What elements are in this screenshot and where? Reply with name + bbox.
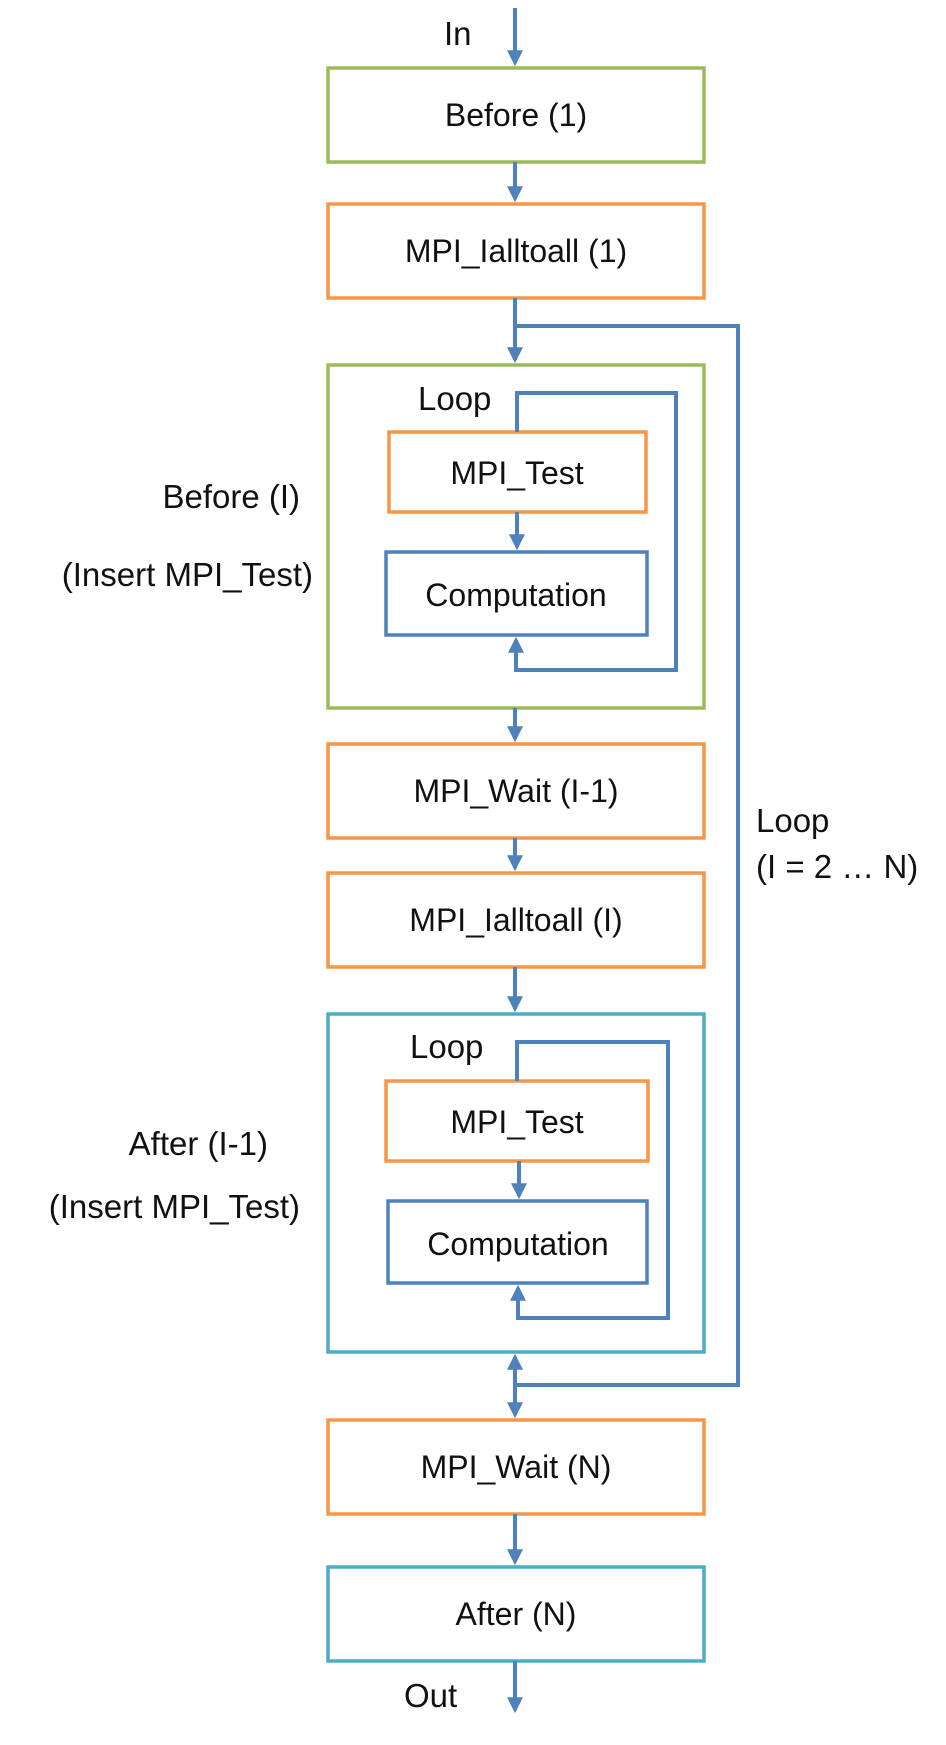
loop-2-label: Loop (410, 1028, 483, 1065)
insert-test-2-label: (Insert MPI_Test) (49, 1188, 300, 1225)
loop-1-label: Loop (418, 380, 491, 417)
computation-1-label: Computation (425, 577, 606, 613)
outer-loop-line (515, 324, 740, 1387)
computation-1-box (384, 550, 649, 637)
computation-2-label: Computation (427, 1226, 608, 1262)
mpi-test-1-label: MPI_Test (450, 455, 583, 491)
outer-loop-label: Loop (756, 802, 829, 839)
mpi-wait-n-label: MPI_Wait (N) (421, 1449, 612, 1485)
ialltoall-i-label: MPI_Ialltoall (I) (409, 902, 622, 938)
computation-2-box (386, 1199, 649, 1285)
after-i-container (326, 1012, 706, 1354)
inner-loop-2-line (510, 1040, 670, 1320)
out-label: Out (404, 1677, 457, 1714)
after-n-label: After (N) (456, 1596, 577, 1632)
inner-loop-1-line (508, 391, 678, 672)
outer-loop-range-label: (I = 2 … N) (756, 848, 918, 885)
after-i-label: After (I-1) (129, 1125, 268, 1162)
ialltoall-1-label: MPI_Ialltoall (1) (405, 233, 627, 269)
before-1-label: Before (1) (445, 97, 587, 133)
insert-test-1-label: (Insert MPI_Test) (62, 556, 313, 593)
mpi-test-2-label: MPI_Test (450, 1104, 583, 1140)
mpi-wait-i-label: MPI_Wait (I-1) (413, 773, 618, 809)
in-label: In (444, 15, 472, 52)
before-i-label: Before (I) (162, 478, 300, 515)
